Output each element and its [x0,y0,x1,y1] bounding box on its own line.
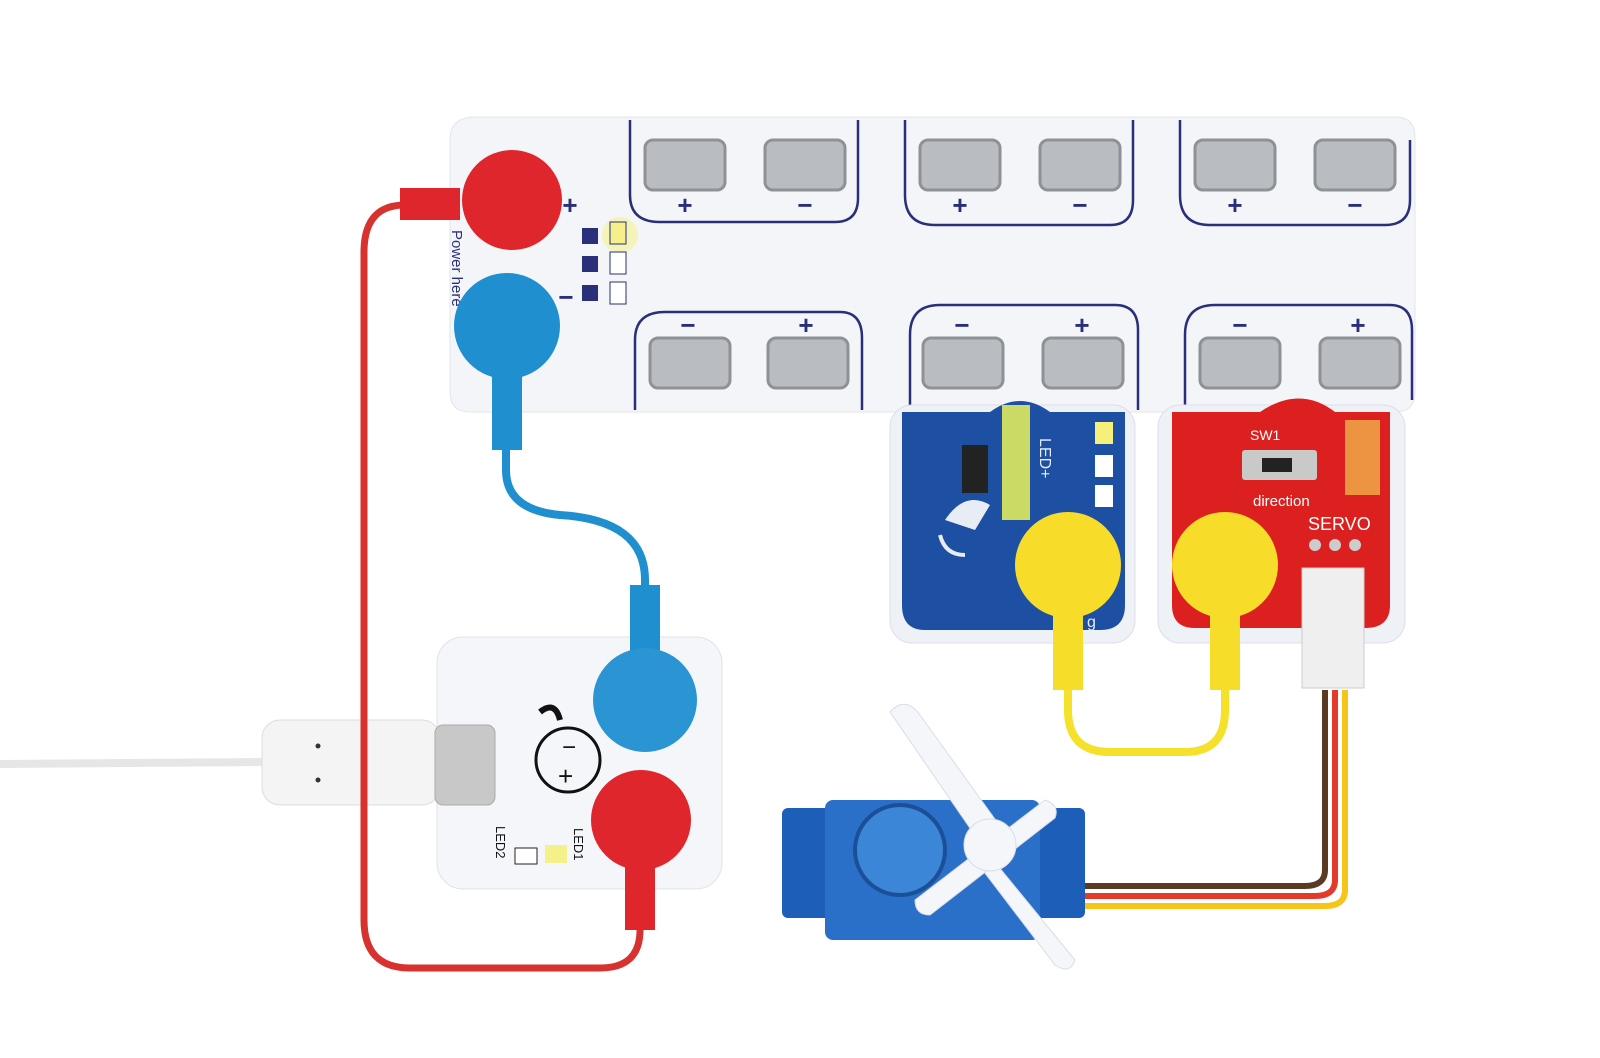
yellow-connector-sensor [1015,512,1121,618]
sign: − [1232,310,1247,340]
led2-label: LED2 [493,826,508,859]
main-board: + − + − + − − + − + − + + − Power here [448,116,1416,413]
servo-motor [782,703,1085,970]
blue-wire [502,380,649,650]
sign: − [1347,190,1362,220]
sign: + [1350,310,1365,340]
socket-pads [643,138,1402,390]
sign: + [952,190,967,220]
power-minus: − [558,282,573,312]
power-label: Power here [448,230,465,307]
sign: + [1227,190,1242,220]
red-wire [360,201,644,972]
connectors[interactable] [400,150,1278,930]
usb-c-port [434,724,496,806]
servo-cable [1085,690,1348,909]
sign: + [677,190,692,220]
blue-connector-battery [593,648,697,752]
usb-cable [0,719,441,806]
servo-connector [1301,567,1365,689]
yellow-wire [1064,610,1229,756]
servo-horn[interactable] [889,703,1076,970]
led-bar [1002,405,1030,520]
servo-label: SERVO [1308,514,1371,534]
sign: + [798,310,813,340]
switch-label: SW1 [1250,427,1281,443]
led1-label: LED1 [571,828,586,861]
led-label: LED+ [1036,438,1053,478]
red-connector-battery [591,770,691,870]
light-sensor [962,445,988,493]
yellow-connector-servo [1172,512,1278,618]
power-plus: + [562,190,577,220]
sign: − [797,190,812,220]
direction-label: direction [1253,493,1310,510]
sign: − [680,310,695,340]
sign: − [1072,190,1087,220]
sign: + [1074,310,1089,340]
status-leds [582,217,638,305]
blue-connector-top [454,273,560,379]
battery-plus: + [558,761,573,791]
battery-minus: − [562,734,576,761]
corner-label: g [1087,614,1096,631]
sign: − [954,310,969,340]
red-connector-top [462,150,562,250]
